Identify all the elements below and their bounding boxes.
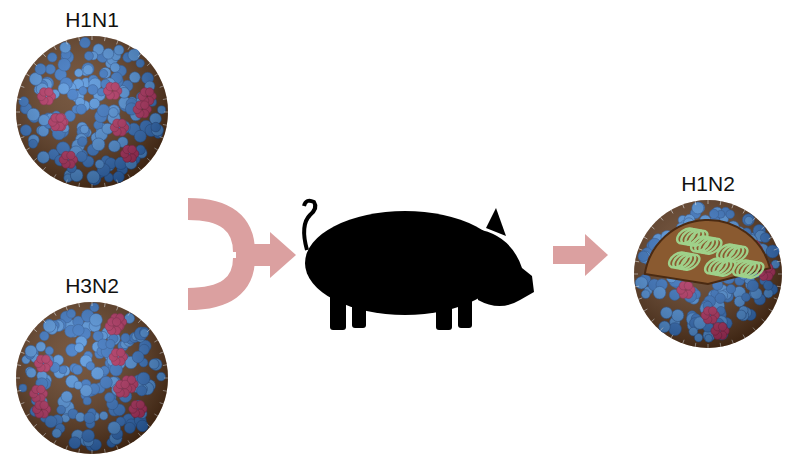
pig-silhouette	[304, 201, 534, 330]
virus-envelope	[634, 200, 782, 348]
virus-particle	[632, 198, 784, 350]
rna-segment-coil	[687, 228, 710, 249]
virus-node: H1N2	[632, 170, 784, 350]
pig-tail	[304, 201, 315, 250]
virus-node: H3N2	[14, 272, 170, 456]
merge-arrow-stem	[236, 244, 272, 266]
merge-arrow	[188, 209, 272, 299]
result-arrowhead	[585, 234, 608, 276]
virus-label: H1N2	[632, 170, 784, 198]
virus-cutaway	[645, 220, 770, 284]
virus-label: H3N2	[14, 272, 170, 300]
virus-particle	[14, 300, 170, 456]
pig-leg	[458, 294, 472, 328]
pig-leg	[330, 290, 346, 330]
merge-arrowhead	[270, 232, 296, 278]
virus-envelope	[16, 302, 168, 454]
pig-ear	[486, 208, 506, 236]
virus-label: H1N1	[14, 6, 170, 34]
virus-shading-overlay	[16, 302, 168, 454]
virus-envelope	[16, 36, 168, 188]
pig-leg	[436, 292, 452, 330]
pig-head	[470, 228, 534, 306]
merge-arrow-upper	[188, 209, 244, 252]
result-arrow-stem	[553, 246, 587, 264]
virus-shading-overlay	[634, 200, 782, 348]
virus-shading-overlay	[16, 36, 168, 188]
merge-arrow-lower	[188, 258, 244, 299]
rna-segment-coil	[679, 252, 702, 273]
pig-leg	[352, 295, 366, 328]
rna-segment-coil	[743, 260, 766, 281]
virus-particle	[14, 34, 170, 190]
virus-node: H1N1	[14, 6, 170, 190]
